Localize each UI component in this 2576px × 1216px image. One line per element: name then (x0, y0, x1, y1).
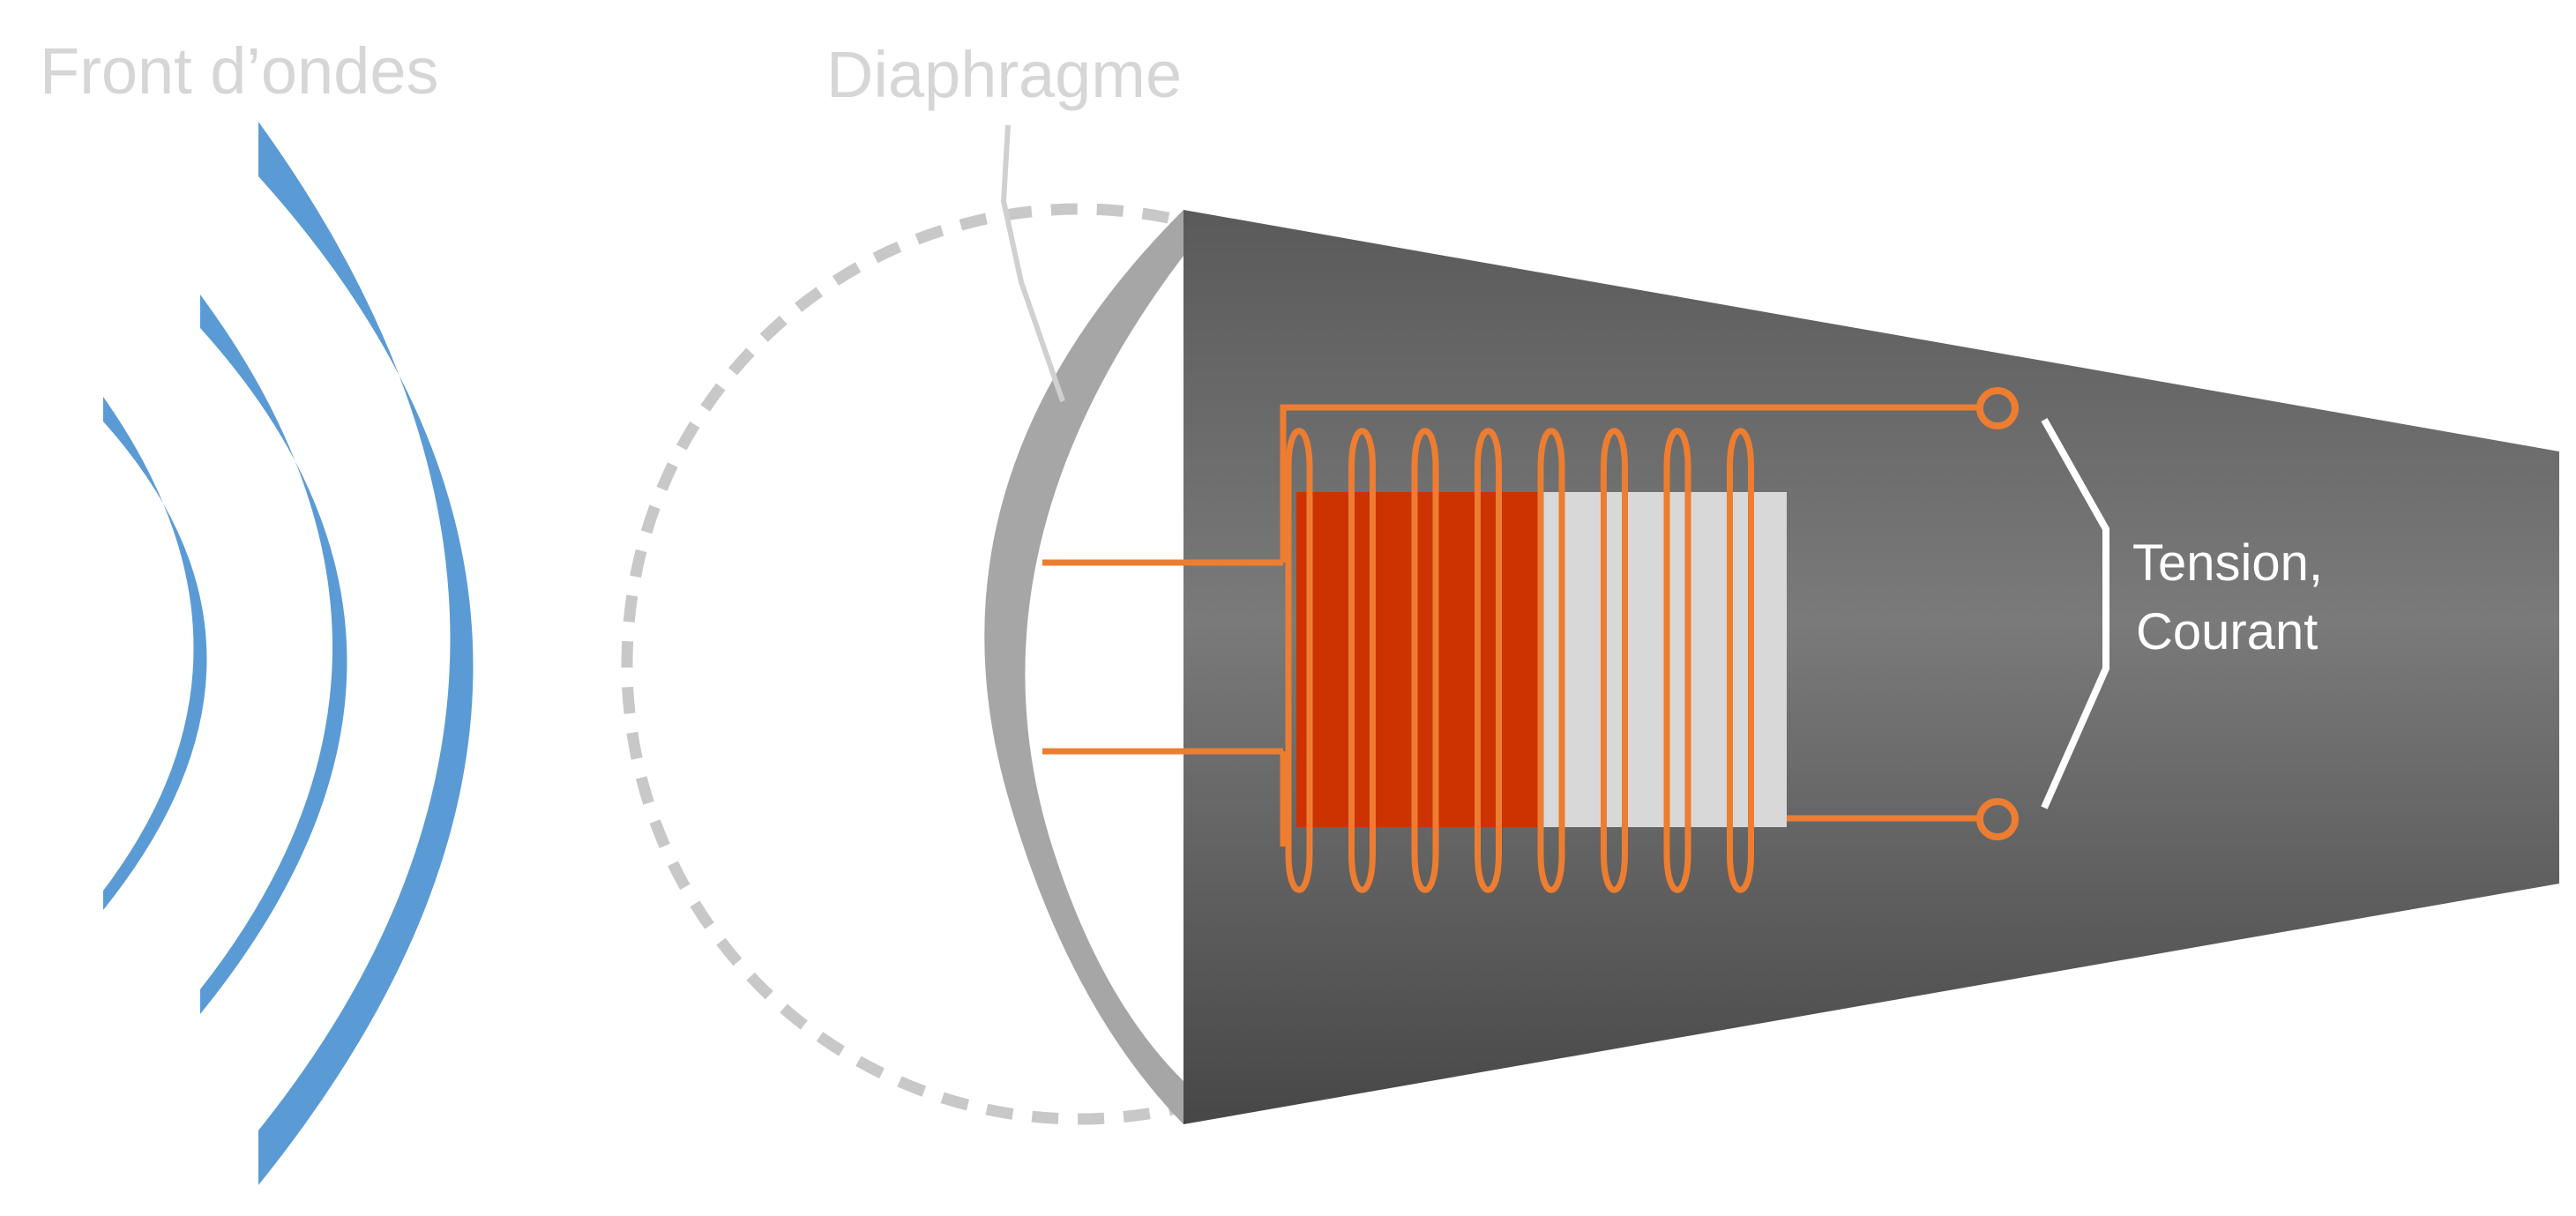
magnet-south-pole (1540, 492, 1787, 827)
diaphragm-label: Diaphragme (826, 38, 1182, 111)
coil-loop (1537, 428, 1565, 893)
output-label-voltage: Tension, (2132, 534, 2323, 592)
output-brace (2041, 418, 2109, 809)
output-terminal-bottom (1976, 798, 2019, 840)
coil-loop (1348, 428, 1376, 893)
coil-loop (1285, 428, 1313, 893)
magnet-north-pole (1296, 492, 1540, 827)
coil-loop (1475, 428, 1502, 893)
output-label-current: Courant (2136, 603, 2318, 660)
wavefront-arc-small (103, 397, 207, 910)
wavefront-label: Front d’ondes (40, 34, 439, 108)
microphone-body (1183, 210, 2559, 1124)
diaphragm-leader-line (1000, 124, 1065, 402)
coil-loop (1727, 428, 1754, 893)
diaphragm (984, 210, 1183, 1124)
coil-loop (1601, 428, 1628, 893)
sound-wavefronts (103, 122, 474, 1185)
diaphragm-coil-rods (1042, 559, 1283, 755)
coil (1285, 428, 1754, 893)
coil-top-lead (1280, 404, 1980, 563)
wavefront-arc-large (258, 122, 474, 1185)
wavefront-arc-medium (200, 295, 347, 1014)
coil-loop (1663, 428, 1691, 893)
coil-loop (1411, 428, 1439, 893)
output-terminal-top (1976, 387, 2019, 429)
